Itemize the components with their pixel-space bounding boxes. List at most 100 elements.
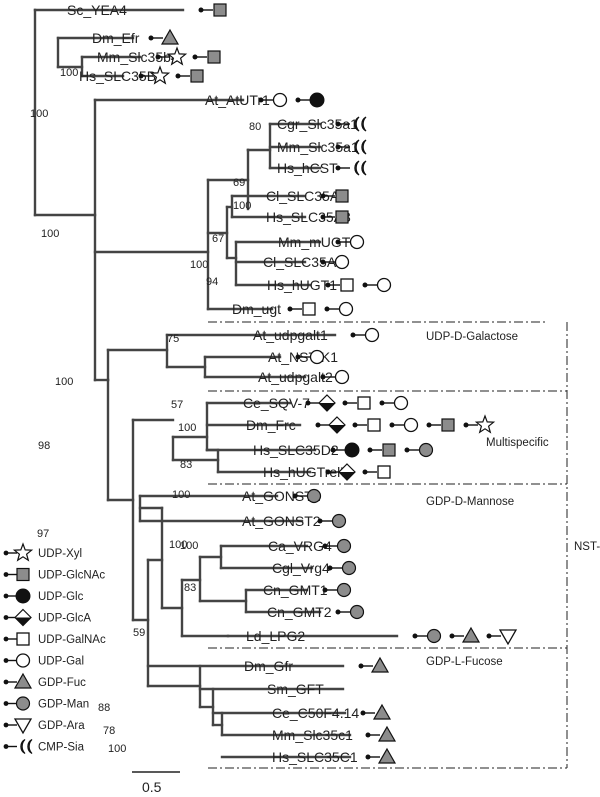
legend-label: UDP-Glc — [38, 591, 84, 603]
legend-label: GDP-Fuc — [38, 677, 86, 689]
taxon-label: Hs_hUGT1 — [267, 277, 337, 293]
square-grey-marker — [175, 69, 204, 83]
star-open-marker — [138, 65, 171, 85]
legend-label: CMP-Sia — [38, 742, 85, 754]
taxon-label: Mm_Slc35c1 — [272, 727, 353, 743]
taxon-label: Cn_GMT2 — [267, 604, 332, 620]
taxon-label: Hs_SLC35B4 — [79, 68, 164, 84]
taxon-label: At_GONST1 — [242, 488, 321, 504]
group-label: GDP-D-Mannose — [426, 496, 514, 508]
bootstrap-value: 100 — [190, 259, 208, 271]
square-open-marker — [362, 465, 391, 479]
taxon-label: Mm_Slc35b4 — [97, 49, 179, 65]
circle-grey-marker — [335, 604, 365, 620]
circle-black-marker — [295, 92, 325, 108]
taxon-label: Hs_SLC35A3 — [266, 209, 351, 225]
taxon-label: Cgl_Vrg4 — [272, 560, 330, 576]
taxon-label: Dm_Efr — [92, 30, 140, 46]
square-open-marker — [287, 302, 316, 316]
double-crescent-open-marker — [335, 139, 367, 155]
bootstrap-value: 67 — [212, 233, 224, 245]
circle-open-marker — [324, 301, 354, 317]
circle-grey-legend-item: GDP-Man — [3, 696, 89, 711]
legend-label: UDP-Gal — [38, 656, 84, 668]
square-open-marker — [342, 396, 371, 410]
scale-label: 0.5 — [142, 779, 162, 795]
triangle-grey-marker — [358, 656, 390, 673]
circle-open-marker — [379, 395, 409, 411]
bootstrap-value: 83 — [180, 459, 192, 471]
taxon-label: Sc_YEA4 — [67, 2, 127, 18]
bootstrap-value: 100 — [60, 67, 78, 79]
bootstrap-value: 100 — [178, 422, 196, 434]
taxon-label: Cl_SLC35A3 — [266, 188, 347, 204]
group-boxes — [208, 321, 568, 769]
legend-label: UDP-Xyl — [38, 548, 82, 560]
circle-open-marker — [258, 92, 288, 108]
triangle-grey-legend-item: GDP-Fuc — [3, 672, 86, 689]
triangle-down-open-legend-item: GDP-Ara — [3, 718, 85, 735]
bootstrap-value: 100 — [172, 489, 190, 501]
circle-grey-marker — [327, 560, 357, 576]
bootstrap-value: 100 — [41, 228, 59, 240]
bootstrap-value: 57 — [171, 399, 183, 411]
bootstrap-value: 78 — [103, 725, 115, 737]
legend-label: UDP-GlcA — [38, 613, 91, 625]
taxon-label: Hs_SLC35C1 — [272, 749, 358, 765]
double-crescent-open-marker — [335, 160, 367, 176]
bootstrap-value: 100 — [108, 743, 126, 755]
bootstrap-value: 88 — [98, 702, 110, 714]
taxon-label: Sm_GFT — [267, 681, 324, 697]
bootstrap-value: 94 — [206, 276, 218, 288]
bootstrap-value: 80 — [249, 121, 261, 133]
taxon-label: Hs_hUGTrel7 — [263, 464, 348, 480]
taxon-label: Ce_SQV-7 — [243, 395, 310, 411]
taxon-label: At_GONST2 — [242, 513, 321, 529]
taxon-label: Cgr_Slc35a1 — [277, 116, 358, 132]
diamond-half-legend-item: UDP-GlcA — [3, 608, 91, 627]
taxon-label: At_AtUTr1 — [205, 92, 270, 108]
square-grey-marker — [367, 443, 396, 457]
circle-grey-marker — [404, 442, 434, 458]
star-open-legend-item: UDP-Xyl — [3, 542, 82, 562]
legend-label: GDP-Man — [38, 699, 89, 711]
triangle-grey-marker — [148, 28, 180, 45]
taxon-label: Dm_Frc — [246, 417, 296, 433]
circle-open-marker — [362, 277, 392, 293]
taxon-label: Cn_GMT1 — [263, 582, 328, 598]
group-label: UDP-D-Galactose — [426, 331, 518, 343]
bootstrap-value: 97 — [37, 528, 49, 540]
taxon-label: Dm_ugt — [232, 301, 281, 317]
triangle-grey-marker — [360, 703, 392, 720]
diamond-half-marker — [305, 394, 336, 412]
taxon-label: At_udpgalt2 — [258, 369, 333, 385]
circle-open-marker — [335, 234, 365, 250]
taxon-label: Ca_VRG4 — [268, 538, 332, 554]
square-open-legend-item: UDP-GalNAc — [3, 632, 106, 646]
circle-grey-marker — [412, 628, 442, 644]
triangle-grey-marker — [449, 626, 481, 643]
group-label: GDP-L-Fucose — [426, 656, 503, 668]
double-crescent-open-marker — [335, 116, 367, 132]
legend-label: GDP-Ara — [38, 720, 85, 732]
taxon-label: Ce_C50F4.14 — [272, 705, 359, 721]
legend-label: UDP-GlcNAc — [38, 570, 105, 582]
square-grey-legend-item: UDP-GlcNAc — [3, 567, 105, 582]
square-grey-marker — [320, 210, 349, 224]
bootstrap-value: 59 — [133, 627, 145, 639]
triangle-grey-marker — [365, 725, 397, 742]
taxon-label: Ld_LPG2 — [246, 628, 305, 644]
taxon-label: Hs_SLC35D2 — [253, 442, 339, 458]
circle-open-legend-item: UDP-Gal — [3, 653, 84, 668]
bootstrap-value: 83 — [184, 582, 196, 594]
circle-grey-marker — [322, 582, 352, 598]
circle-open-marker — [320, 254, 350, 270]
taxon-label: Dm_Gfr — [244, 658, 293, 674]
circle-grey-marker — [317, 513, 347, 529]
double-crescent-open-legend-item: CMP-Sia — [3, 738, 85, 755]
bootstrap-value: 100 — [180, 540, 198, 552]
circle-black-legend-item: UDP-Glc — [3, 588, 84, 604]
clade-label: NST-3 — [574, 541, 600, 553]
diamond-half-marker — [325, 463, 356, 481]
